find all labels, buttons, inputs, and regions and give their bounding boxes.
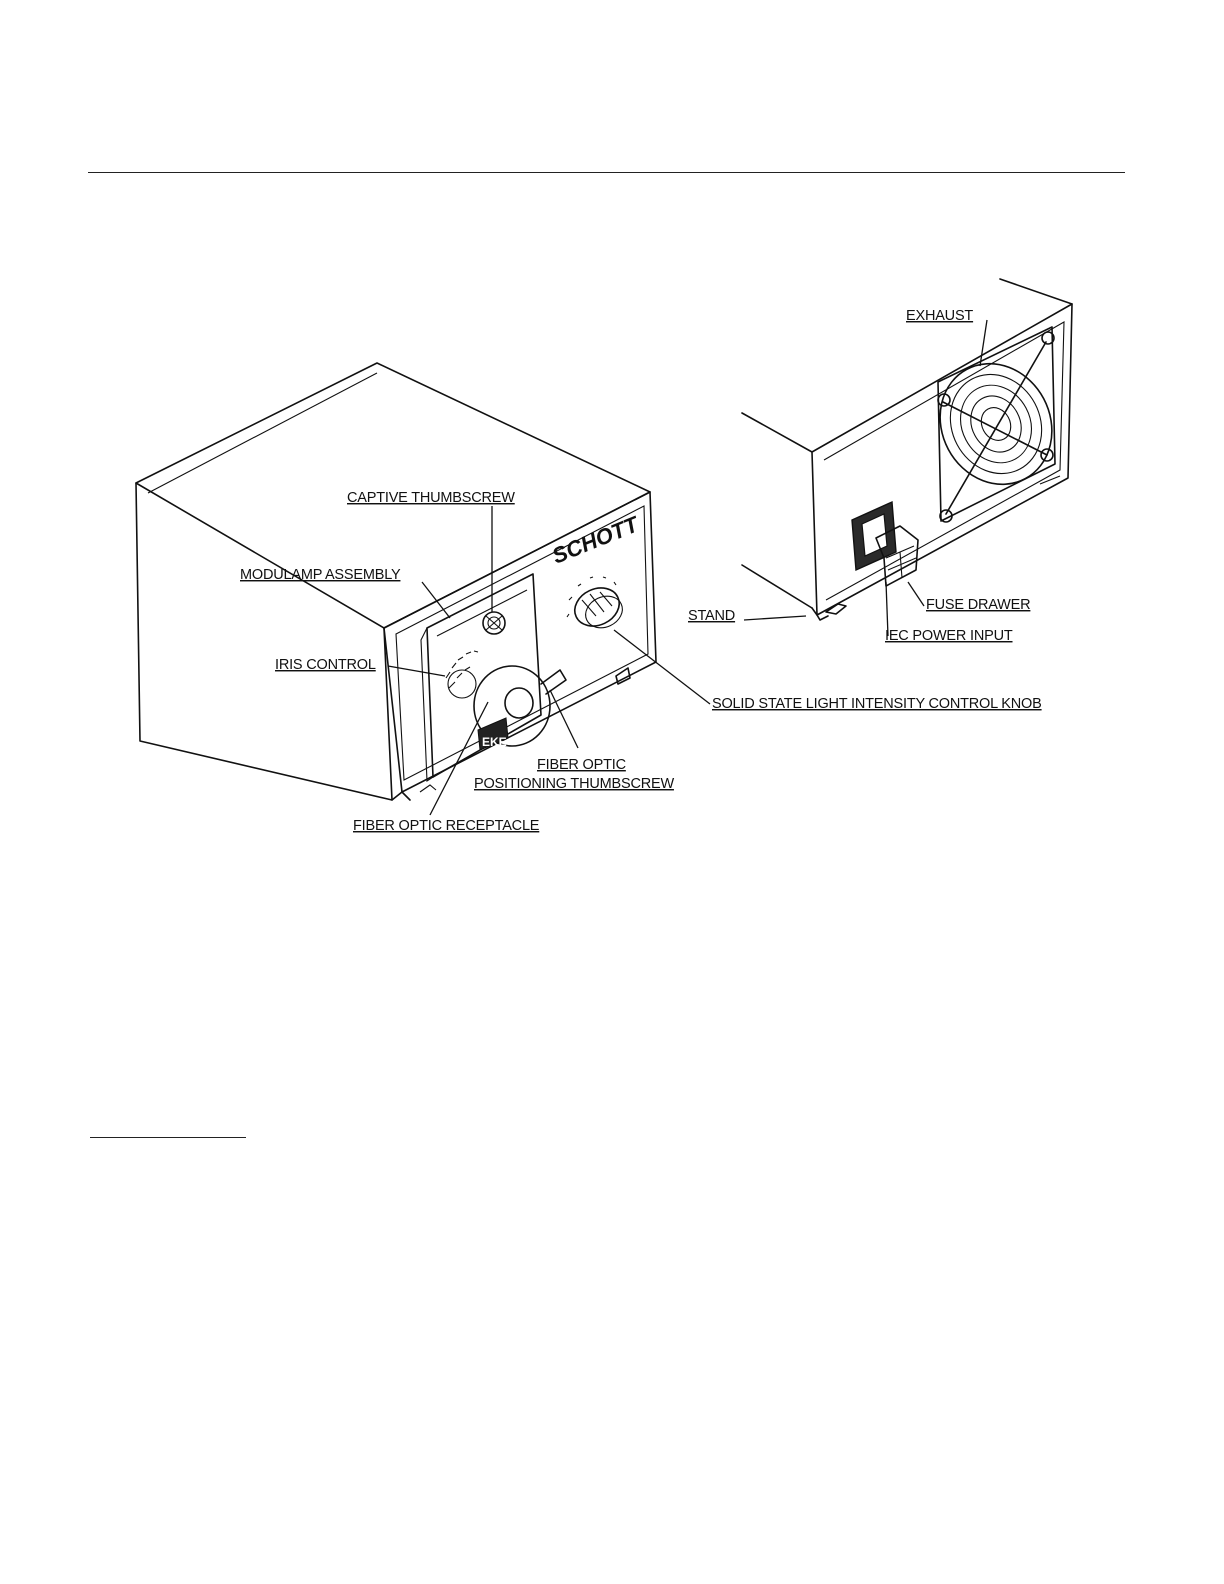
intensity-control-knob xyxy=(567,577,628,634)
eke-badge-text: EKE xyxy=(482,735,507,749)
callout-iris-control: IRIS CONTROL xyxy=(275,657,376,673)
rear-unit-housing xyxy=(742,279,1072,620)
callout-captive-thumbscrew: CAPTIVE THUMBSCREW xyxy=(347,490,515,506)
callout-intensity-knob: SOLID STATE LIGHT INTENSITY CONTROL KNOB xyxy=(712,696,1042,712)
callout-fiber-optic-positioning-1: FIBER OPTIC xyxy=(537,757,626,773)
callout-fuse-drawer: FUSE DRAWER xyxy=(926,597,1030,613)
callout-exhaust: EXHAUST xyxy=(906,308,973,324)
footer-rule xyxy=(90,1137,246,1138)
callout-fiber-optic-receptacle: FIBER OPTIC RECEPTACLE xyxy=(353,818,540,834)
exhaust-fan-grille xyxy=(919,327,1073,522)
captive-thumbscrew xyxy=(483,612,505,634)
callout-iec-power-input: IEC POWER INPUT xyxy=(885,628,1013,644)
eke-badge: EKE xyxy=(478,718,508,750)
iec-power-input xyxy=(852,502,918,586)
callout-leaders xyxy=(388,320,987,815)
iris-control-dial xyxy=(446,651,478,698)
callout-fiber-optic-positioning-2: POSITIONING THUMBSCREW xyxy=(474,776,674,792)
light-source-diagram: EKE SCHOTT xyxy=(0,0,1224,900)
callout-modulamp-assembly: MODULAMP ASSEMBLY xyxy=(240,567,401,583)
callout-stand: STAND xyxy=(688,608,735,624)
